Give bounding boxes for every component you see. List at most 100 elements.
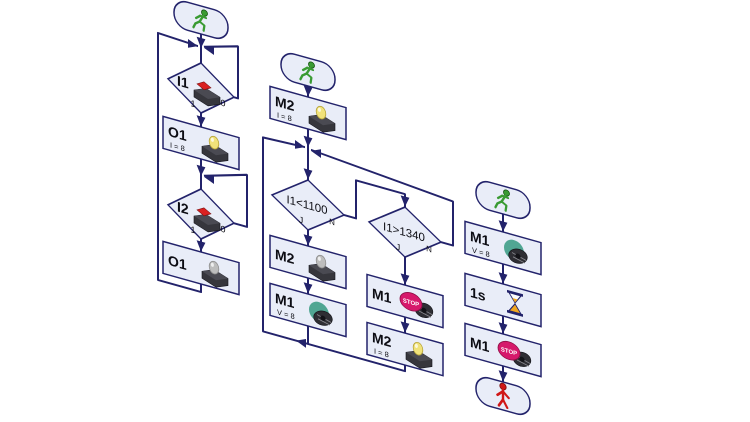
- arrowhead: [295, 139, 305, 149]
- leg-back: [494, 200, 503, 209]
- arrowhead: [498, 370, 508, 382]
- motor-stop-icon: STOP: [399, 292, 434, 318]
- arm-front: [501, 194, 510, 200]
- arrowhead: [303, 85, 313, 97]
- arrowhead: [400, 195, 410, 207]
- motor-icon: [504, 239, 528, 264]
- arrowhead: [204, 46, 214, 56]
- exit-label-right: N: [329, 217, 335, 227]
- block-sub-label: I = 8: [170, 140, 185, 153]
- flow-connector: [203, 173, 248, 228]
- leg-back: [192, 20, 201, 29]
- stop-sign: [399, 292, 423, 312]
- lamp-on-icon: [405, 341, 433, 369]
- running-man-icon: [494, 189, 510, 212]
- device-top-face: [202, 144, 228, 156]
- gear-hub: [320, 315, 326, 321]
- gear-hub: [519, 356, 525, 363]
- running-man-icon: [192, 9, 208, 32]
- process-block-1s[interactable]: [464, 272, 542, 328]
- arrowhead: [400, 321, 410, 333]
- bulb-highlight: [414, 343, 418, 349]
- stop-label: STOP: [501, 346, 517, 357]
- arrowhead: [498, 322, 508, 334]
- exit-label-bottom: 1: [191, 98, 196, 109]
- arm-back: [301, 66, 309, 72]
- arrowhead: [303, 168, 313, 180]
- block-label: M1: [470, 335, 490, 356]
- arm-back: [496, 194, 504, 200]
- pushbutton-icon: [193, 207, 221, 233]
- running-man-icon: [299, 61, 315, 84]
- bulb-highlight: [317, 256, 321, 261]
- arrowhead: [196, 36, 206, 48]
- arm-front: [199, 14, 208, 20]
- gear-hub: [421, 307, 427, 314]
- arrowhead: [303, 282, 313, 294]
- arms: [496, 390, 510, 400]
- hourglass-bottom-bar: [507, 309, 523, 317]
- device-top-face: [202, 269, 228, 281]
- device-top-face: [309, 114, 335, 126]
- flow-connector: [310, 148, 454, 247]
- decision-label: I1: [177, 74, 189, 93]
- arrowhead: [196, 164, 206, 176]
- exit-label-right: 0: [221, 98, 226, 109]
- red-button: [196, 207, 212, 217]
- hourglass-top-bar: [507, 289, 523, 297]
- block-label: O1: [168, 124, 187, 145]
- device-top-face: [194, 214, 220, 225]
- block-sub-label: I = 8: [277, 110, 292, 123]
- arrowhead: [204, 175, 214, 185]
- leg-back: [299, 72, 308, 81]
- flow-connector: [203, 45, 239, 100]
- arrowhead: [498, 220, 508, 232]
- arrowhead: [498, 272, 508, 284]
- exit-label-bottom: 1: [191, 224, 196, 235]
- lamp-on-icon: [308, 105, 336, 133]
- block-label: M2: [275, 247, 295, 268]
- lamp-on-icon: [201, 135, 229, 163]
- stop-label: STOP: [403, 297, 419, 308]
- block-label: M1: [275, 291, 295, 312]
- flow-connector: [262, 136, 406, 373]
- arrowhead: [196, 115, 206, 127]
- bulb-highlight: [210, 262, 214, 267]
- arrowhead: [303, 135, 313, 147]
- bulb-highlight: [317, 107, 321, 112]
- decision-label: I2: [177, 200, 189, 219]
- lamp-off-icon: [308, 254, 336, 282]
- arrowhead: [303, 234, 313, 246]
- decision-I1<1100[interactable]: [270, 170, 346, 240]
- block-label: M1: [372, 286, 392, 307]
- pushbutton-icon: [193, 81, 221, 107]
- arm-back: [194, 14, 202, 20]
- block-label: M1: [470, 229, 490, 250]
- standing-man-icon: [496, 382, 510, 410]
- legs: [497, 398, 509, 410]
- arrowhead: [311, 149, 321, 159]
- exit-label-bottom: J: [396, 242, 400, 253]
- flow-connector: [157, 31, 202, 294]
- sand-top: [512, 298, 518, 303]
- hourglass-icon: [507, 289, 523, 317]
- red-button: [196, 81, 212, 91]
- arm-front: [306, 66, 315, 72]
- device-top-face: [309, 263, 335, 275]
- decision-I1>1340[interactable]: [367, 197, 443, 267]
- block-label: O1: [168, 253, 187, 274]
- stop-sign: [497, 340, 521, 361]
- bulb-highlight: [210, 137, 214, 142]
- exit-label-right: 0: [221, 224, 226, 235]
- leg-front: [500, 200, 508, 212]
- motor-icon: [309, 301, 333, 326]
- block-label: M2: [372, 330, 392, 351]
- block-label: 1s: [470, 285, 486, 305]
- glass-top: [508, 291, 522, 304]
- arrowhead: [188, 38, 198, 48]
